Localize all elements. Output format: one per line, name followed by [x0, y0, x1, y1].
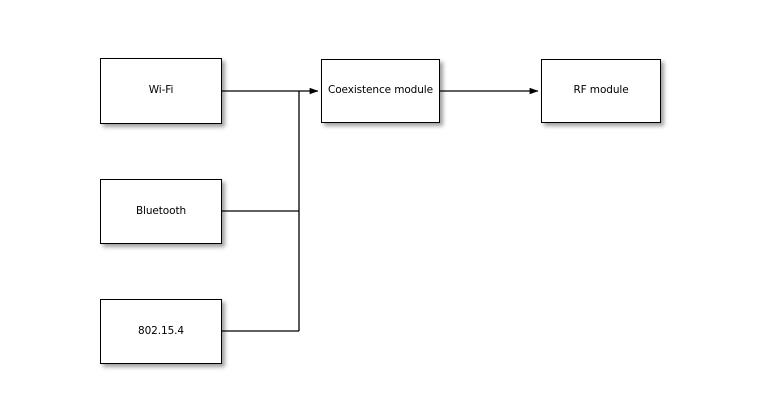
node-802-15-4-label: 802.15.4 [138, 324, 184, 337]
node-bluetooth-label: Bluetooth [135, 204, 187, 217]
node-wifi[interactable]: Wi-Fi [100, 58, 222, 124]
node-coexistence-module-label: Coexistence module [328, 84, 433, 97]
node-coexistence-module[interactable]: Coexistence module [321, 59, 440, 123]
node-rf-module-label: RF module [573, 84, 629, 97]
node-wifi-label: Wi-Fi [148, 84, 174, 97]
node-bluetooth[interactable]: Bluetooth [100, 179, 222, 244]
node-rf-module[interactable]: RF module [541, 59, 661, 123]
node-802-15-4[interactable]: 802.15.4 [100, 299, 222, 364]
